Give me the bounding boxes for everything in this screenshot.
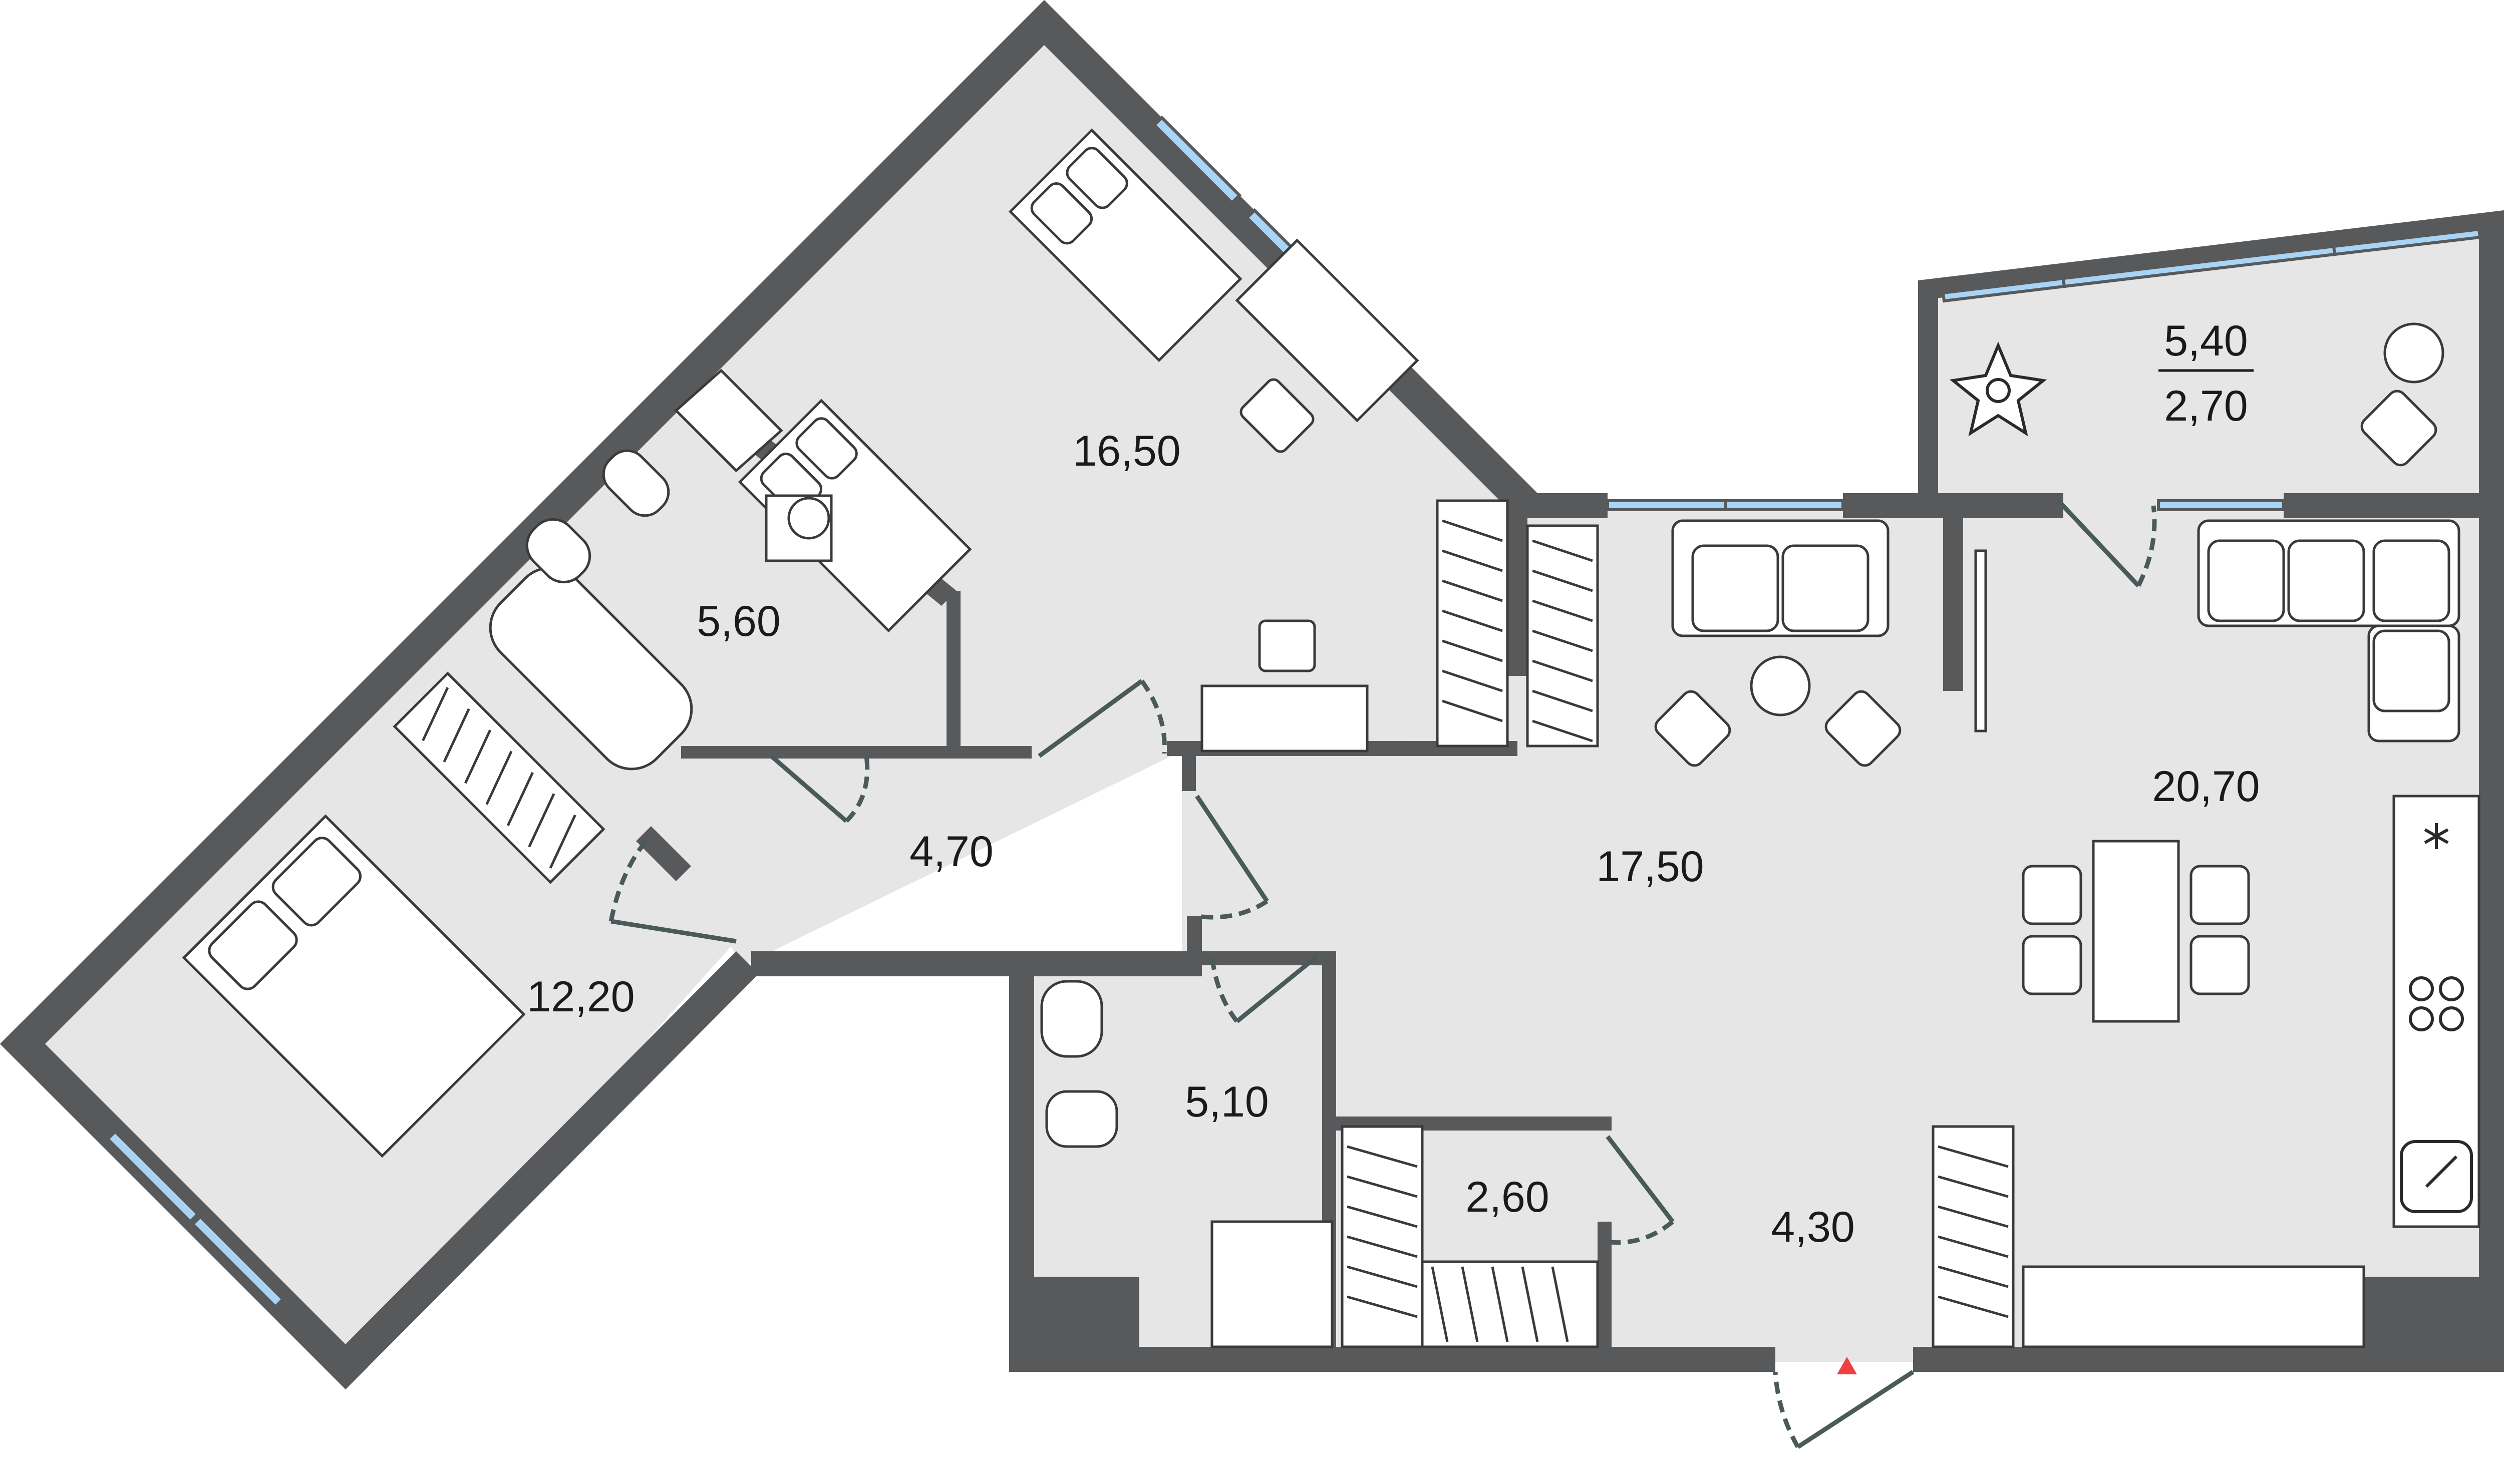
bath-wash-basin [525, 518, 591, 584]
window-living-b [1724, 499, 1844, 511]
washing-machine-drum [787, 497, 830, 540]
window-wing-bottom-b [190, 1214, 285, 1309]
kitchen-bottom-counter [2022, 1265, 2365, 1348]
door-entrance [1796, 1370, 1915, 1449]
door-wc-arc [1209, 956, 1239, 1023]
wall-hall-top [681, 746, 1032, 759]
dining-chair-4 [2189, 935, 2250, 995]
wall-main-bottom-right [1913, 1347, 2504, 1372]
wall-main-right [2479, 220, 2504, 1372]
label-bedroom-left: 12,20 [527, 973, 635, 1021]
wall-bath-right [947, 591, 961, 751]
wall-corner-filler-left [1034, 1277, 1139, 1347]
dining-chair-3 [2189, 865, 2250, 925]
wc-toilet [1045, 1090, 1118, 1148]
door-wc [1235, 954, 1319, 1023]
door-living-arc [1196, 899, 1269, 920]
window-wing-bottom [105, 1129, 200, 1224]
label-balcony-reduced: 2,70 [2164, 382, 2248, 430]
window-wing-top-a [1152, 115, 1242, 205]
wall-main-left-lower [1009, 951, 1034, 1372]
door-bedroom-left [610, 919, 737, 944]
label-kitchen-dining: 20,70 [2152, 763, 2260, 811]
bath-cabinet [674, 368, 783, 473]
door-balcony [2056, 499, 2140, 588]
wall-main-top-left [1522, 493, 1608, 518]
wall-closet-divider [1507, 506, 1527, 676]
dining-chair-1 [2022, 865, 2082, 925]
label-living-room: 17,50 [1596, 843, 1704, 891]
door-living [1195, 795, 1269, 903]
wall-wing-divider-bath [636, 826, 691, 881]
desk-chair [1258, 619, 1316, 672]
armchair-living-right [1824, 690, 1902, 767]
corner-sofa-kitchen [2197, 519, 2460, 743]
label-bedroom-top: 16,50 [1073, 427, 1180, 475]
bath-toilet [602, 449, 670, 517]
armchair-living-left [1654, 690, 1731, 767]
wc-shower-tray [1210, 1220, 1334, 1348]
furniture [182, 128, 2480, 1348]
tv-panel [1974, 549, 1987, 732]
label-bathroom: 5,60 [697, 597, 780, 645]
door-bedroom-top [1038, 679, 1143, 758]
wall-living-kitchen [1943, 506, 1963, 691]
sink-icon [2400, 1140, 2473, 1213]
doors [608, 499, 2157, 1449]
wall-bedroom-right-stub [1182, 756, 1196, 791]
door-storage-arc [1605, 1220, 1674, 1245]
label-hall-left: 4,70 [909, 828, 993, 876]
label-balcony-total: 5,40 [2164, 317, 2248, 365]
wall-corner-filler-right [2364, 1277, 2479, 1347]
door-balcony-arc [2136, 505, 2157, 587]
label-storage: 2,60 [1465, 1173, 1549, 1221]
snowflake-icon [2424, 823, 2449, 849]
entrance-triangle-icon [1837, 1357, 1857, 1374]
armchair-top-bedroom [1239, 378, 1315, 453]
wall-hall-inner-corner [1187, 916, 1202, 966]
door-storage [1606, 1135, 1675, 1223]
wall-wing-bottom [323, 951, 759, 1389]
sofa-living [1671, 519, 1890, 637]
wall-balcony-left [1918, 280, 1938, 501]
room-labels: 16,50 5,60 4,70 12,20 17,50 20,70 5,10 2… [527, 317, 2260, 1251]
window-living-a [1606, 499, 1727, 511]
wall-main-top-right [2284, 493, 2504, 518]
closet-hatched-top [1436, 499, 1599, 748]
door-bedroom-top-arc [1140, 679, 1167, 754]
bathtub [489, 566, 693, 771]
door-bathroom [770, 754, 848, 823]
balcony-table [2383, 322, 2444, 384]
coffee-table [1750, 655, 1811, 716]
balcony-floor [1936, 223, 2486, 501]
hob-icon [2409, 976, 2464, 1031]
bed-top-b [738, 399, 972, 633]
balcony-chair [2360, 390, 2437, 467]
closet-hatched-left [393, 671, 605, 884]
wall-main-bottom-left [1009, 1347, 1775, 1372]
door-bathroom-arc [844, 756, 870, 823]
bed-top-a [1008, 128, 1242, 362]
dining-chair-2 [2022, 935, 2082, 995]
wardrobe-top-bedroom [1235, 238, 1419, 423]
dining-table [2092, 840, 2180, 1023]
storage-hatched [1341, 1125, 2015, 1348]
label-wc: 5,10 [1185, 1078, 1269, 1126]
plant-icon [1949, 341, 2047, 437]
window-balcony-c [2332, 227, 2482, 256]
desk-top-bedroom [1200, 684, 1369, 753]
door-entrance-arc [1773, 1371, 1800, 1448]
icons [1837, 341, 2473, 1374]
door-bedroom-left-arc [608, 840, 648, 922]
wc-wash-basin [1040, 980, 1103, 1058]
label-entry-hall: 4,30 [1771, 1203, 1854, 1251]
bed-left [182, 814, 526, 1158]
wall-wc-top [1032, 951, 1332, 965]
window-kitchen [2157, 499, 2285, 511]
